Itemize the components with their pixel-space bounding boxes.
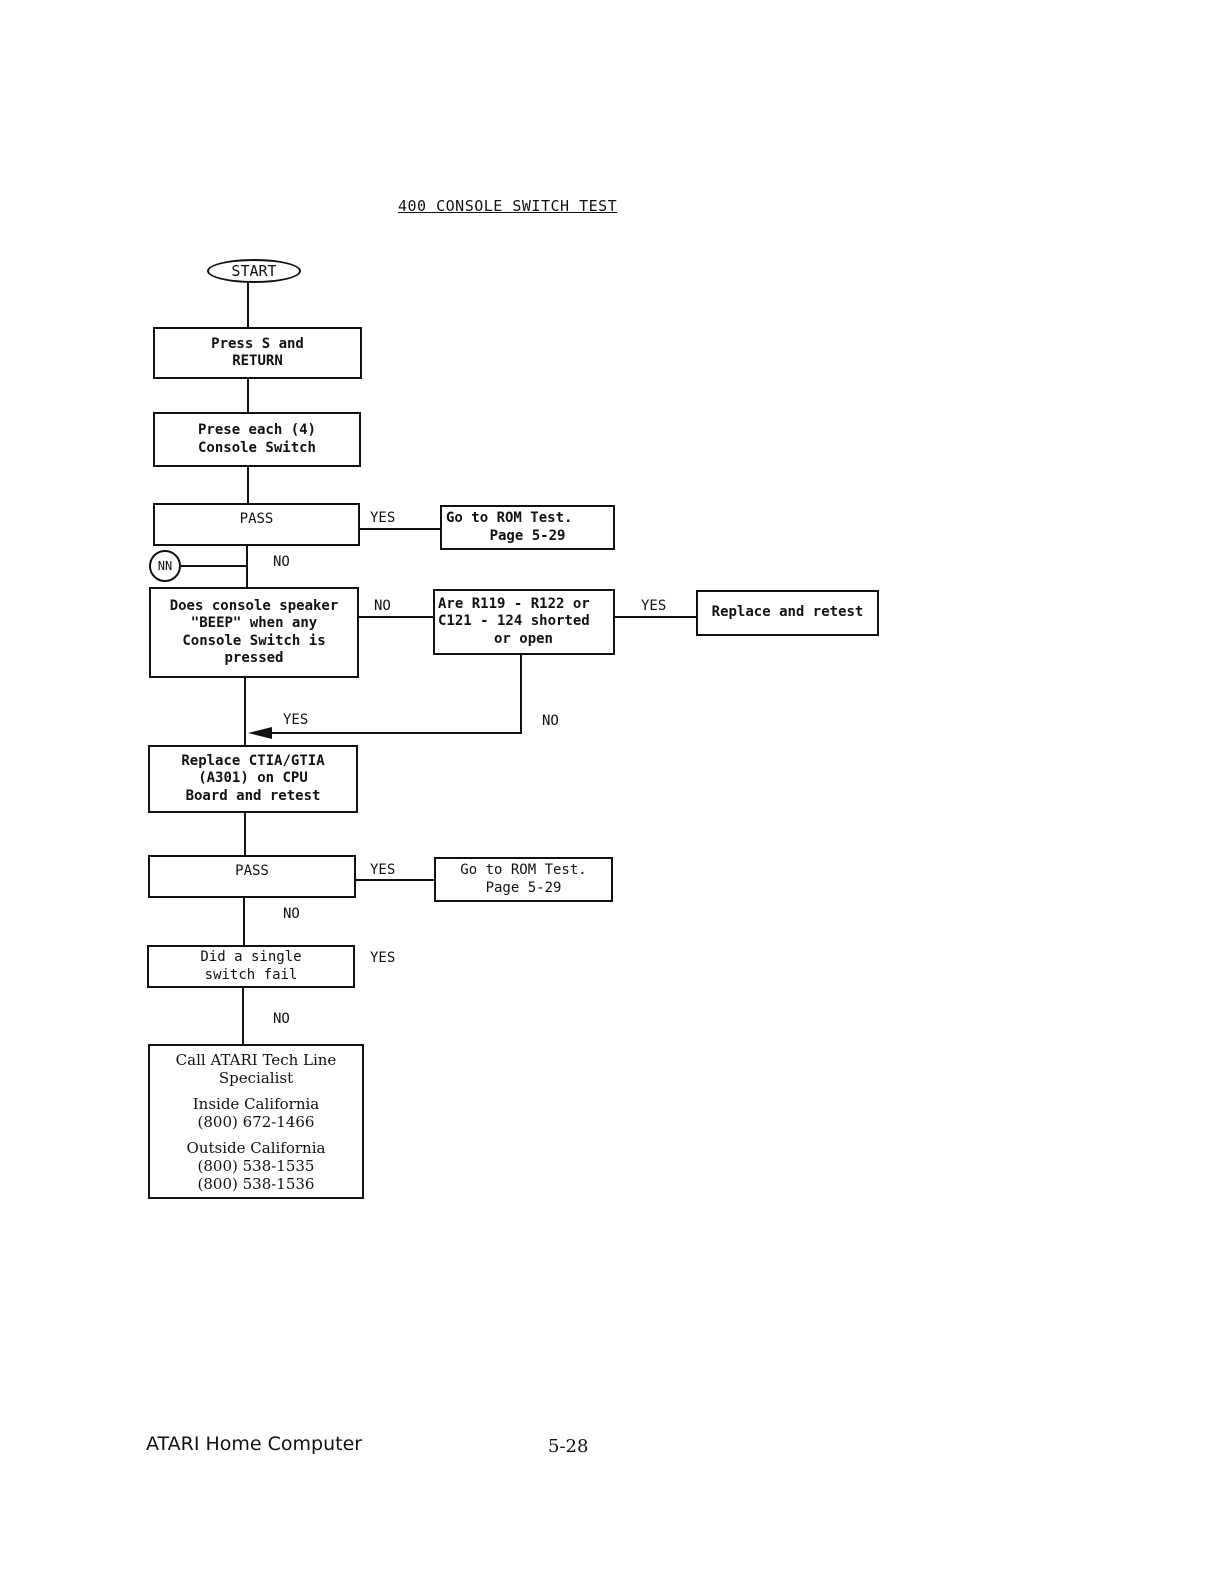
- goto-rom-test-1: Go to ROM Test. Page 5-29: [440, 505, 615, 550]
- label-no-pass1: NO: [273, 554, 290, 570]
- label-no-resistor: NO: [542, 713, 559, 729]
- label-yes-pass1: YES: [370, 510, 396, 526]
- single-switch-line-2: switch fail: [204, 966, 298, 983]
- beep-line-1: Does console speaker: [169, 597, 339, 614]
- goto-rom-2-line-2: Page 5-29: [485, 879, 562, 896]
- label-no-single: NO: [273, 1011, 290, 1027]
- tech-line-outside-label: Outside California: [186, 1138, 326, 1157]
- decision-console-beep: Does console speaker "BEEP" when any Con…: [149, 587, 359, 678]
- resistor-line-2: C121 - 124 shorted: [438, 613, 590, 630]
- tech-line-inside-phone: (800) 672-1466: [197, 1112, 315, 1131]
- replace-ctia-line-2: (A301) on CPU: [198, 770, 308, 787]
- goto-rom-1-line-2: Page 5-29: [489, 527, 566, 544]
- replace-retest-text: Replace and retest: [711, 604, 864, 621]
- goto-rom-test-2: Go to ROM Test. Page 5-29: [434, 857, 613, 902]
- label-no-beep: NO: [374, 598, 391, 614]
- beep-line-4: pressed: [224, 650, 284, 666]
- tech-line-inside-label: Inside California: [192, 1094, 320, 1113]
- tech-line-contact: Call ATARI Tech Line Specialist Inside C…: [148, 1044, 364, 1199]
- beep-line-3: Console Switch is: [182, 632, 326, 649]
- step-press-each-switch: Prese each (4) Console Switch: [153, 412, 361, 467]
- footer-brand: ATARI Home Computer: [146, 1433, 363, 1455]
- offpage-connector: NN: [149, 550, 181, 582]
- goto-rom-1-line-1: Go to ROM Test.: [446, 510, 573, 526]
- decision-pass-1: PASS: [153, 503, 360, 546]
- label-yes-single: YES: [370, 950, 396, 966]
- action-replace-ctia: Replace CTIA/GTIA (A301) on CPU Board an…: [148, 745, 358, 813]
- decision-pass-1-text: PASS: [239, 511, 274, 527]
- tech-line-header-2: Specialist: [218, 1068, 294, 1087]
- label-no-pass2: NO: [283, 906, 300, 922]
- decision-pass-2-text: PASS: [235, 863, 269, 879]
- decision-pass-2: PASS: [148, 855, 356, 898]
- arrow-head-yes-merge: [248, 727, 272, 739]
- resistor-line-3: or open: [493, 630, 553, 647]
- footer-page-number: 5-28: [548, 1436, 589, 1457]
- replace-ctia-line-1: Replace CTIA/GTIA: [181, 752, 325, 769]
- label-yes-resistor: YES: [641, 598, 667, 614]
- step-press-s-line-2: RETURN: [232, 353, 283, 369]
- beep-line-2: "BEEP" when any: [190, 615, 318, 631]
- single-switch-line-1: Did a single: [200, 949, 302, 965]
- step-press-each-line-2: Console Switch: [197, 439, 316, 456]
- page-title: 400 CONSOLE SWITCH TEST: [398, 197, 618, 215]
- tech-line-outside-phone-2: (800) 538-1536: [197, 1174, 315, 1193]
- action-replace-retest: Replace and retest: [696, 590, 879, 636]
- line-resistor-no-return: [260, 655, 522, 734]
- label-yes-beep: YES: [283, 712, 309, 728]
- tech-line-header-1: Call ATARI Tech Line: [175, 1050, 337, 1069]
- step-press-s-line-1: Press S and: [211, 335, 304, 352]
- step-press-each-line-1: Prese each (4): [197, 422, 316, 438]
- label-yes-pass2: YES: [370, 862, 396, 878]
- goto-rom-2-line-1: Go to ROM Test.: [460, 862, 587, 878]
- resistor-line-1: Are R119 - R122 or: [438, 595, 590, 612]
- decision-resistor-short: Are R119 - R122 or C121 - 124 shorted or…: [433, 589, 615, 655]
- tech-line-outside-phone-1: (800) 538-1535: [197, 1156, 315, 1175]
- start-terminal: START: [207, 259, 301, 283]
- replace-ctia-line-3: Board and retest: [185, 787, 321, 804]
- step-press-s-return: Press S and RETURN: [153, 327, 362, 379]
- decision-single-switch: Did a single switch fail: [147, 945, 355, 988]
